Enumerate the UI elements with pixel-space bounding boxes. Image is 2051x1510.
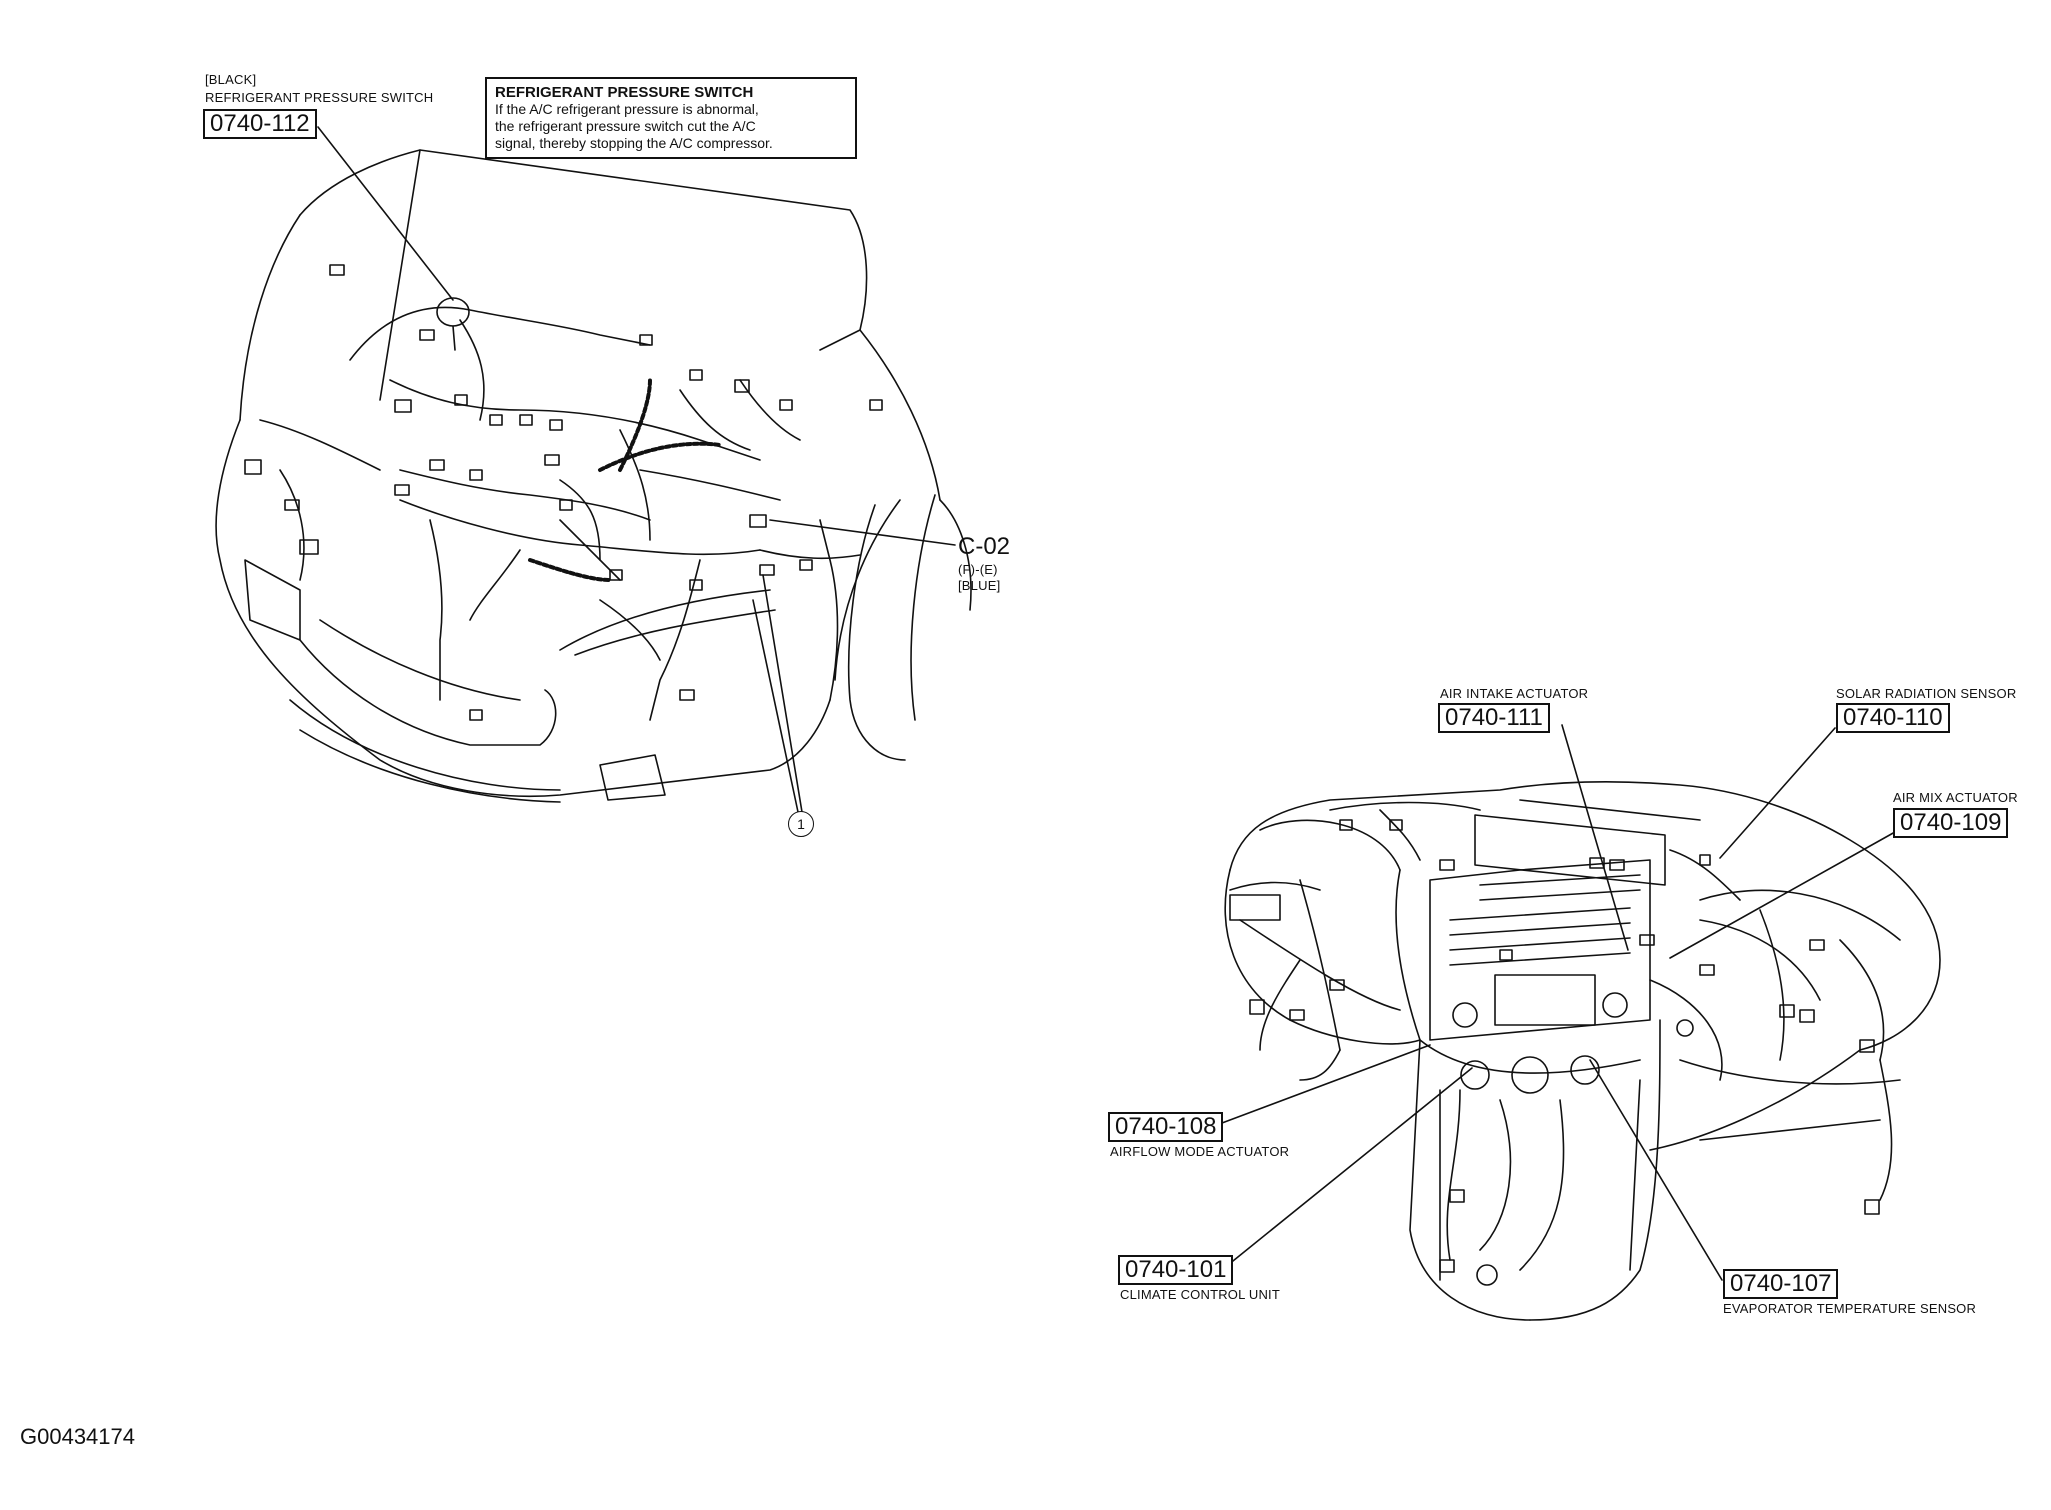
connector-color-label: [BLUE] [958,578,1001,593]
dashboard-drawing [1221,724,1941,1321]
air-mix-leader [1669,831,1896,959]
note-body: If the A/C refrigerant pressure is abnor… [495,101,773,151]
airflow-mode-code: 0740-108 [1108,1112,1224,1142]
connector-c02-leader [769,519,956,546]
switch-code-box: 0740-112 [203,109,317,139]
solar-code: 0740-110 [1836,703,1950,733]
switch-color-label: [BLACK] [205,72,257,87]
airflow-mode-label: AIRFLOW MODE ACTUATOR [1110,1144,1290,1159]
callout-1: 1 [788,811,814,837]
connector-c02-label: C-02 [958,533,1011,560]
air-intake-code: 0740-111 [1438,703,1550,733]
pressure-switch-leader [317,126,454,301]
air-intake-label: AIR INTAKE ACTUATOR [1440,686,1589,701]
callout-1-leader-b [752,599,799,813]
air-intake-leader [1561,724,1629,951]
refrigerant-note-box: REFRIGERANT PRESSURE SWITCH If the A/C r… [485,77,857,159]
climate-unit-leader [1227,1067,1473,1266]
air-mix-label: AIR MIX ACTUATOR [1893,790,2018,805]
note-title: REFRIGERANT PRESSURE SWITCH [495,84,754,101]
figure-id: G00434174 [20,1424,135,1449]
callout-1-leader-a [762,574,803,813]
switch-name-label: REFRIGERANT PRESSURE SWITCH [205,90,434,105]
airflow-mode-leader [1221,1044,1431,1124]
solar-leader [1719,727,1836,859]
solar-label: SOLAR RADIATION SENSOR [1836,686,2017,701]
air-mix-code: 0740-109 [1893,808,2009,838]
engine-bay-drawing [215,126,972,813]
climate-unit-label: CLIMATE CONTROL UNIT [1120,1287,1281,1302]
evaporator-label: EVAPORATOR TEMPERATURE SENSOR [1723,1301,1977,1316]
climate-unit-code: 0740-101 [1118,1255,1234,1285]
connector-pins-label: (F)-(E) [958,562,998,577]
evaporator-code: 0740-107 [1723,1269,1839,1299]
evaporator-leader [1589,1059,1723,1281]
